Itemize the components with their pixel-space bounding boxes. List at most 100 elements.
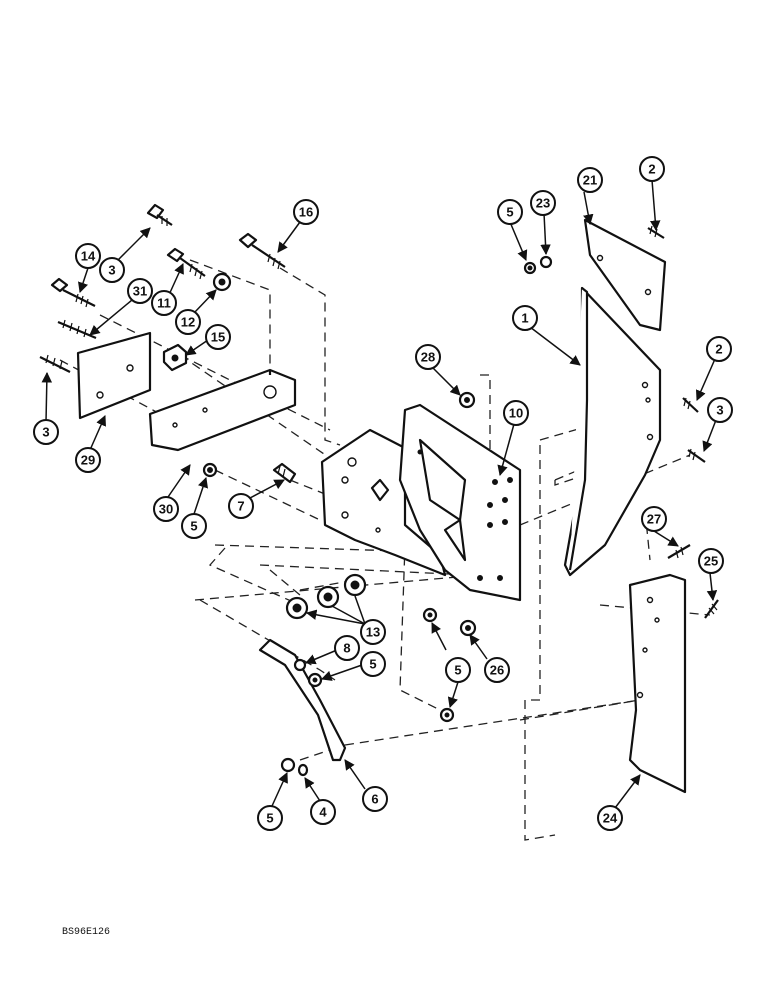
bolt-part-7 [272, 462, 297, 484]
nut-part-5-e [439, 707, 455, 723]
callout-27: 27 [641, 506, 667, 532]
bar-part-30 [148, 368, 297, 452]
svg-text:5: 5 [506, 205, 513, 220]
callout-1: 1 [512, 305, 538, 331]
nut-part-5-d [422, 607, 438, 623]
svg-text:2: 2 [648, 162, 655, 177]
callout-2-top: 2 [639, 156, 665, 182]
callout-2-mid: 2 [706, 336, 732, 362]
callout-7: 7 [228, 493, 254, 519]
svg-text:10: 10 [509, 406, 523, 421]
svg-text:3: 3 [716, 403, 723, 418]
svg-text:13: 13 [366, 625, 380, 640]
callouts: 16 3 14 11 31 12 15 3 29 30 5 7 5 23 21 … [33, 156, 733, 831]
callout-3-top: 3 [99, 257, 125, 283]
callout-8: 8 [334, 635, 360, 661]
svg-text:24: 24 [603, 811, 618, 826]
nut-part-5-b [523, 261, 537, 275]
callout-3-left: 3 [33, 419, 59, 445]
plow-bolt-part-3-right [687, 448, 706, 463]
nut-part-5-c [307, 672, 323, 688]
svg-text:5: 5 [266, 811, 273, 826]
plate-part-29 [76, 331, 152, 420]
leader-lines [41, 179, 718, 809]
svg-text:27: 27 [647, 512, 661, 527]
callout-10: 10 [503, 400, 529, 426]
callout-31: 31 [127, 278, 153, 304]
nut-part-23 [539, 255, 553, 269]
callout-14: 14 [75, 243, 101, 269]
callout-6: 6 [362, 786, 388, 812]
callout-4: 4 [310, 799, 336, 825]
callout-5-b: 5 [497, 199, 523, 225]
callout-16: 16 [293, 199, 319, 225]
svg-text:2: 2 [715, 342, 722, 357]
svg-text:12: 12 [181, 315, 195, 330]
nut-part-28 [458, 391, 476, 409]
shin-part-21 [583, 218, 667, 332]
svg-text:29: 29 [81, 453, 95, 468]
nut-part-5-f [280, 757, 296, 773]
svg-text:3: 3 [108, 263, 115, 278]
callout-3-right: 3 [707, 397, 733, 423]
plow-bolt-part-2-mid [682, 397, 699, 413]
share-part-24 [628, 573, 687, 794]
callout-15: 15 [205, 324, 231, 350]
svg-text:30: 30 [159, 502, 173, 517]
callout-29: 29 [75, 447, 101, 473]
bolt-part-3-left [39, 354, 71, 373]
svg-text:26: 26 [490, 663, 504, 678]
shank-part-10 [398, 403, 522, 602]
callout-12: 12 [175, 309, 201, 335]
svg-text:5: 5 [190, 519, 197, 534]
nut-part-13-b [316, 585, 340, 609]
callout-5-f: 5 [257, 805, 283, 831]
svg-text:21: 21 [583, 173, 597, 188]
callout-25: 25 [698, 548, 724, 574]
bolt-part-14 [50, 277, 96, 308]
moldboard-part-1 [563, 286, 662, 577]
svg-text:7: 7 [237, 499, 244, 514]
washer-part-8 [293, 658, 307, 672]
svg-text:15: 15 [211, 330, 225, 345]
square-washer-part-15 [162, 343, 188, 372]
callout-24: 24 [597, 805, 623, 831]
nut-part-13-c [343, 573, 367, 597]
svg-text:3: 3 [42, 425, 49, 440]
callout-21: 21 [577, 167, 603, 193]
svg-text:6: 6 [371, 792, 378, 807]
reference-code: BS96E126 [62, 927, 110, 938]
callout-28: 28 [415, 344, 441, 370]
bolt-part-27 [667, 544, 691, 559]
bolt-part-3-top [146, 203, 173, 226]
callout-5-a: 5 [181, 513, 207, 539]
washer-part-4 [297, 763, 309, 777]
callout-11: 11 [151, 290, 177, 316]
washer-part-12 [212, 272, 232, 292]
svg-text:31: 31 [133, 284, 147, 299]
bolt-part-16 [238, 232, 286, 270]
callout-13: 13 [360, 619, 386, 645]
svg-text:23: 23 [536, 196, 550, 211]
bolt-part-25 [704, 599, 719, 619]
parts [39, 203, 719, 794]
svg-text:8: 8 [343, 641, 350, 656]
svg-text:4: 4 [319, 805, 327, 820]
brace-rod-part-6 [258, 638, 347, 762]
svg-text:11: 11 [157, 296, 171, 311]
callout-30: 30 [153, 496, 179, 522]
svg-text:1: 1 [521, 311, 528, 326]
bolt-part-11 [166, 247, 206, 280]
callout-23: 23 [530, 190, 556, 216]
svg-text:28: 28 [421, 350, 435, 365]
callout-5-d: 5 [445, 657, 471, 683]
svg-text:5: 5 [454, 663, 461, 678]
svg-text:16: 16 [299, 205, 313, 220]
nut-part-26 [459, 619, 477, 637]
nut-part-13-a [285, 596, 309, 620]
svg-text:25: 25 [704, 554, 718, 569]
svg-text:5: 5 [369, 657, 376, 672]
nut-part-5-a [202, 462, 218, 478]
callout-26: 26 [484, 657, 510, 683]
